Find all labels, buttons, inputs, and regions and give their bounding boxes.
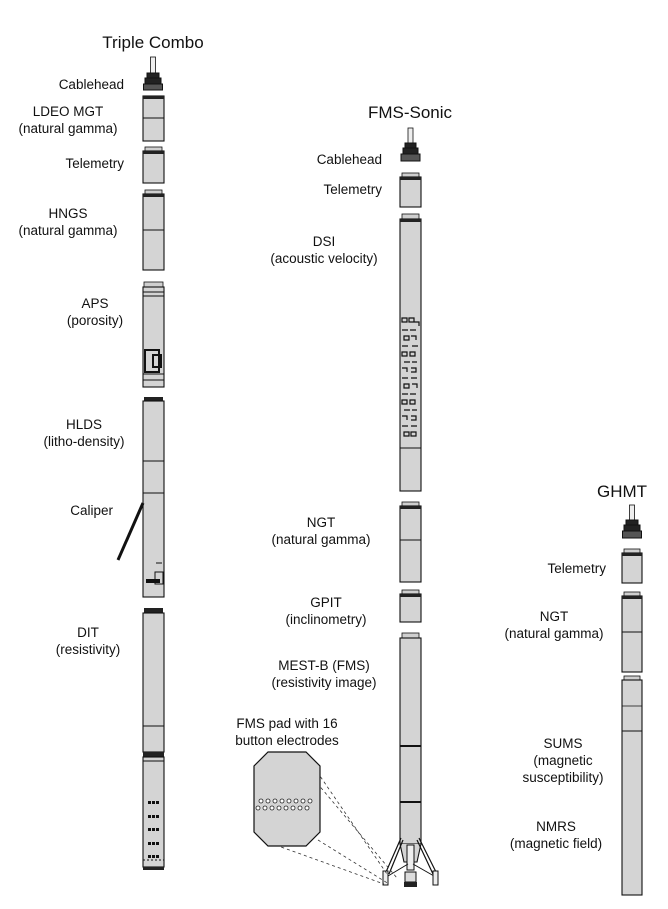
fms-sonic-cablehead-label: Cablehead: [316, 152, 382, 167]
ghmt-cablehead: [622, 504, 642, 539]
caliper-label: Caliper: [70, 503, 113, 518]
triple-combo-cablehead-label: Cablehead: [58, 77, 124, 92]
ghmt-string: [621, 504, 643, 896]
nmrs-label: NMRS (magnetic field): [509, 819, 603, 851]
fms-sonic-string: [382, 127, 439, 887]
dsi-label: DSI (acoustic velocity): [270, 234, 378, 266]
triple-combo-telemetry-label: Telemetry: [65, 156, 124, 171]
fms-sonic-telemetry-label: Telemetry: [323, 182, 382, 197]
fms-sonic-gpit-tool: [399, 589, 422, 623]
sums-label: SUMS (magnetic susceptibility): [522, 736, 604, 785]
fms-sonic-mest-b-tool: [382, 632, 439, 887]
fms-pad-detail: [253, 751, 398, 885]
triple-combo-dit-tool: [142, 608, 165, 870]
triple-combo-cablehead: [143, 56, 163, 91]
fms-pad-label: FMS pad with 16 button electrodes: [235, 716, 339, 748]
triple-combo-hngs-tool: [142, 189, 165, 271]
ghmt-telemetry-label: Telemetry: [547, 561, 606, 576]
ghmt-ngt-label: NGT (natural gamma): [504, 609, 604, 641]
gpit-label: GPIT (inclinometry): [285, 595, 367, 627]
ghmt-telemetry-tool: [621, 548, 643, 584]
hngs-label: HNGS (natural gamma): [18, 206, 118, 238]
caliper-arm: [116, 502, 145, 561]
fms-sonic-dsi-tool: [399, 213, 422, 492]
triple-combo-ldeo-mgt-tool: [142, 95, 165, 142]
hlds-label: HLDS (litho-density): [43, 417, 125, 449]
triple-combo-string: [116, 56, 165, 870]
fms-sonic-ngt-tool: [399, 501, 422, 583]
dit-label: DIT (resistivity): [55, 625, 121, 657]
triple-combo-aps-tool: [142, 281, 165, 388]
triple-combo-telemetry-tool: [142, 146, 165, 184]
triple-combo-title: Triple Combo: [102, 33, 204, 52]
fms-sonic-telemetry-tool: [399, 172, 422, 208]
fms-sonic-cablehead: [400, 127, 421, 162]
mest-b-label: MEST-B (FMS) (resistivity image): [271, 658, 377, 690]
fms-sonic-ngt-label: NGT (natural gamma): [271, 515, 371, 547]
ghmt-title: GHMT: [596, 482, 648, 501]
ghmt-ngt-tool: [621, 591, 643, 673]
aps-label: APS (porosity): [66, 296, 124, 328]
fms-sonic-title: FMS-Sonic: [367, 103, 453, 122]
triple-combo-hlds-tool: [142, 397, 165, 598]
ghmt-sums-nmrs-tool: [621, 675, 643, 896]
ldeo-mgt-label: LDEO MGT (natural gamma): [18, 104, 118, 136]
